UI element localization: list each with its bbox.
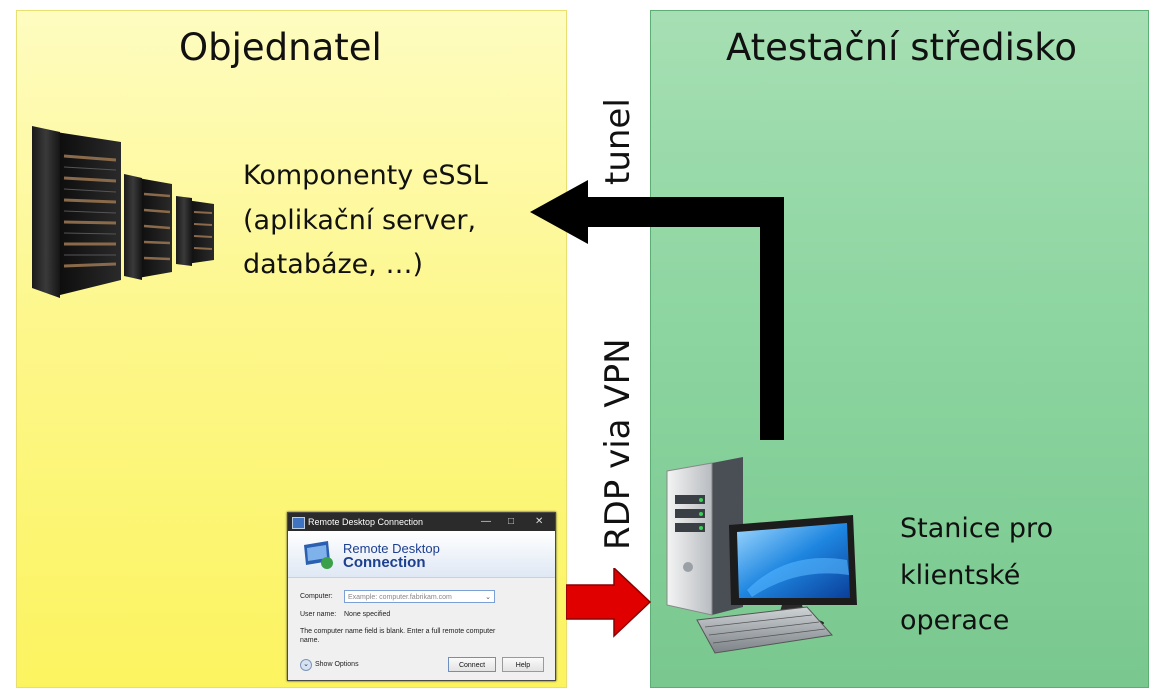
left-panel-title: Objednatel	[179, 26, 382, 69]
station-label-line-1: Stanice pro	[900, 513, 1054, 544]
blank-field-message-line-2: name.	[300, 637, 320, 644]
rdp-header: Remote Desktop Connection	[288, 531, 555, 578]
close-icon[interactable]: ✕	[535, 516, 544, 527]
show-options-link[interactable]: Show Options	[315, 661, 359, 668]
desktop-computer-icon	[666, 457, 857, 654]
computer-label: Computer:	[300, 593, 333, 600]
station-label-line-3: operace	[900, 605, 1010, 636]
chevron-down-icon[interactable]: ⌄	[485, 594, 491, 601]
rdp-arrow	[566, 568, 652, 638]
show-options-chevron-icon[interactable]: ⌄	[300, 659, 312, 671]
username-value: None specified	[344, 611, 391, 618]
tunnel-label: tunel	[598, 98, 638, 185]
essl-label-line-1: Komponenty eSSL	[243, 160, 488, 191]
rdp-via-vpn-label: RDP via VPN	[598, 338, 638, 550]
blank-field-message-line-1: The computer name field is blank. Enter …	[300, 628, 496, 635]
essl-label-line-2: (aplikační server,	[243, 205, 477, 236]
maximize-icon[interactable]: □	[508, 516, 515, 527]
computer-placeholder: Example: computer.fabrikam.com	[348, 594, 452, 601]
minimize-icon[interactable]: —	[481, 516, 491, 527]
rdp-title-bar[interactable]: Remote Desktop Connection — □ ✕	[288, 513, 555, 531]
rdp-window-title: Remote Desktop Connection	[308, 517, 424, 527]
rdp-monitor-icon	[304, 541, 333, 569]
connect-button[interactable]: Connect	[448, 657, 496, 672]
computer-combobox[interactable]: Example: computer.fabrikam.com ⌄	[344, 590, 495, 603]
rdp-heading-1: Remote Desktop	[343, 541, 440, 556]
server-rack-icon	[32, 126, 214, 298]
rdp-heading-2: Connection	[343, 554, 426, 571]
right-panel-title: Atestační středisko	[726, 26, 1077, 69]
username-label: User name:	[300, 611, 337, 618]
tunnel-arrow	[530, 180, 784, 440]
rdp-app-icon	[292, 517, 305, 529]
station-label-line-2: klientské	[900, 560, 1021, 591]
help-button[interactable]: Help	[502, 657, 544, 672]
rdp-dialog: Remote Desktop Connection — □ ✕ Remote D…	[287, 512, 556, 681]
essl-label-line-3: databáze, …)	[243, 249, 423, 280]
